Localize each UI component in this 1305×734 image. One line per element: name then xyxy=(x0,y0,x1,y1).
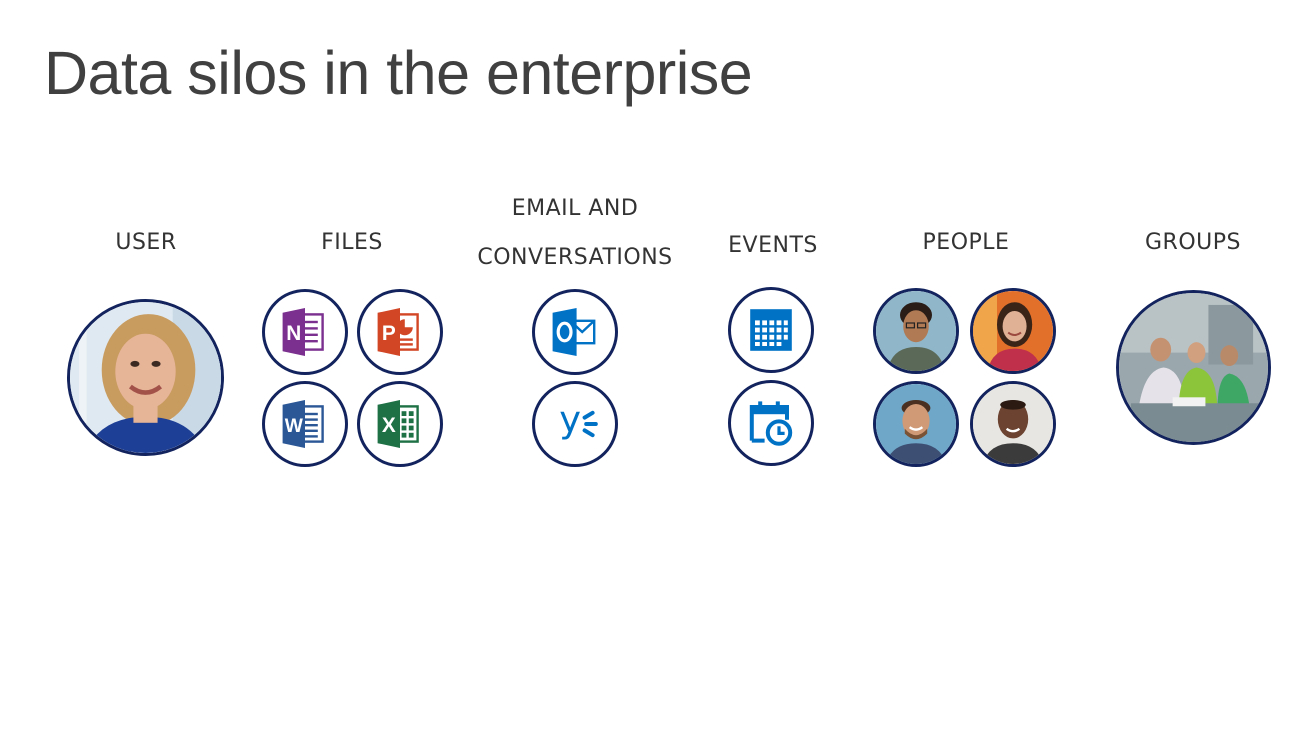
onenote-icon: N xyxy=(282,308,324,356)
yammer-button[interactable]: y xyxy=(532,381,618,467)
user-avatar[interactable] xyxy=(67,299,224,456)
powerpoint-letter: P xyxy=(382,322,396,345)
label-user: USER xyxy=(115,230,177,255)
label-people: PEOPLE xyxy=(922,230,1010,255)
label-email-line1: EMAIL AND xyxy=(511,196,639,221)
person-photo-icon xyxy=(876,384,956,464)
person-photo-icon xyxy=(973,291,1053,371)
group-photo-icon xyxy=(1119,293,1268,442)
powerpoint-button[interactable]: P xyxy=(357,289,443,375)
onenote-button[interactable]: N xyxy=(262,289,348,375)
page-title: Data silos in the enterprise xyxy=(44,39,753,107)
calendar-icon xyxy=(750,309,792,351)
person-avatar-1[interactable] xyxy=(873,288,959,374)
label-groups: GROUPS xyxy=(1145,230,1241,255)
event-button[interactable] xyxy=(728,380,814,466)
label-events: EVENTS xyxy=(728,233,818,258)
outlook-icon xyxy=(552,308,596,356)
person-photo-icon xyxy=(973,384,1053,464)
word-button[interactable]: W xyxy=(262,381,348,467)
label-email-line2: CONVERSATIONS xyxy=(477,245,673,270)
word-icon: W xyxy=(282,400,324,448)
person-avatar-2[interactable] xyxy=(970,288,1056,374)
onenote-letter: N xyxy=(286,322,301,345)
user-photo-icon xyxy=(70,302,221,453)
person-photo-icon xyxy=(876,291,956,371)
calendar-clock-icon xyxy=(749,401,793,446)
outlook-button[interactable] xyxy=(532,289,618,375)
person-avatar-3[interactable] xyxy=(873,381,959,467)
calendar-button[interactable] xyxy=(728,287,814,373)
yammer-letter: y xyxy=(559,398,581,441)
group-avatar[interactable] xyxy=(1116,290,1271,445)
excel-icon: X xyxy=(377,400,419,448)
excel-letter: X xyxy=(382,414,396,437)
word-letter: W xyxy=(285,416,304,437)
powerpoint-icon: P xyxy=(377,308,419,356)
yammer-icon: y xyxy=(559,398,598,441)
excel-button[interactable]: X xyxy=(357,381,443,467)
label-files: FILES xyxy=(321,230,383,255)
person-avatar-4[interactable] xyxy=(970,381,1056,467)
